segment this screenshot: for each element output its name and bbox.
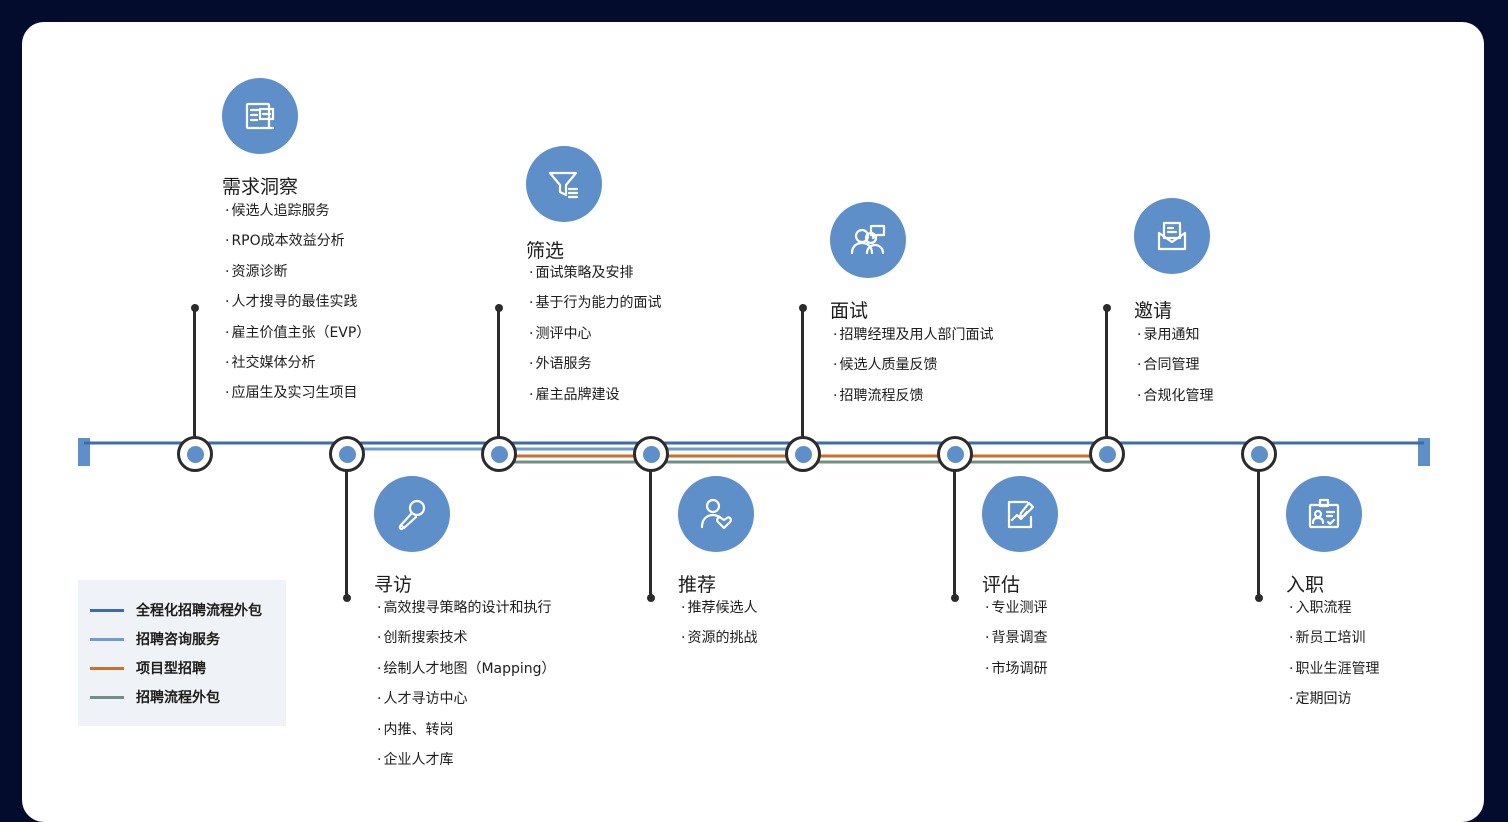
list-item: 人才寻访中心	[377, 684, 556, 714]
legend-item-consulting: 招聘咨询服务	[90, 629, 220, 649]
stem-onboarding	[1257, 468, 1260, 598]
legend-item-full-rpo: 全程化招聘流程外包	[90, 600, 262, 620]
list-item: 高效搜寻策略的设计和执行	[377, 593, 556, 623]
list-item: 创新搜索技术	[377, 623, 556, 653]
legend-swatch	[90, 666, 124, 670]
stage-title-interview: 面试	[830, 300, 869, 322]
list-item: 绘制人才地图（Mapping）	[377, 654, 555, 684]
id-badge-icon	[1286, 476, 1362, 552]
list-item: 合规化管理	[1137, 381, 1213, 411]
envelope-letter-icon	[1134, 198, 1210, 274]
filter-icon	[526, 146, 602, 222]
person-heart-icon	[678, 476, 754, 552]
list-item: 入职流程	[1289, 593, 1379, 623]
stem-insight	[193, 308, 196, 440]
list-item: 外语服务	[529, 349, 661, 379]
stage-items-onboarding: 入职流程 新员工培训 职业生涯管理 定期回访	[1289, 593, 1379, 715]
list-item: 招聘流程反馈	[833, 381, 993, 411]
list-item: 面试策略及安排	[529, 258, 661, 288]
stem-dot-assessment	[951, 594, 959, 602]
list-item: 企业人才库	[377, 745, 556, 775]
stem-offer	[1105, 308, 1108, 440]
list-item: 资源诊断	[225, 257, 370, 287]
list-item: 职业生涯管理	[1289, 654, 1379, 684]
list-item: RPO成本效益分析	[225, 226, 370, 256]
list-item: 雇主价值主张（EVP）	[225, 318, 370, 348]
node-insight	[177, 436, 213, 472]
stage-title-insight: 需求洞察	[222, 176, 299, 198]
stage-items-offer: 录用通知 合同管理 合规化管理	[1137, 320, 1213, 411]
node-screening	[481, 436, 517, 472]
stem-recommend	[649, 468, 652, 598]
stem-dot-offer	[1103, 304, 1111, 312]
list-item: 招聘经理及用人部门面试	[833, 320, 993, 350]
stage-items-recommend: 推荐候选人 资源的挑战	[681, 593, 757, 654]
legend-item-project: 项目型招聘	[90, 658, 206, 678]
list-item: 应届生及实习生项目	[225, 378, 370, 408]
stem-interview	[801, 308, 804, 440]
node-assessment	[937, 436, 973, 472]
list-item: 背景调查	[985, 623, 1047, 653]
stem-screening	[497, 308, 500, 440]
timeline-start-cap	[78, 438, 90, 466]
stage-items-search: 高效搜寻策略的设计和执行 创新搜索技术 绘制人才地图（Mapping） 人才寻访…	[377, 593, 556, 775]
stem-dot-interview	[799, 304, 807, 312]
node-recommend	[633, 436, 669, 472]
list-item: 测评中心	[529, 319, 661, 349]
document-report-icon	[222, 78, 298, 154]
stage-title-search: 寻访	[374, 574, 413, 596]
stem-dot-onboarding	[1255, 594, 1263, 602]
legend-swatch	[90, 695, 124, 699]
stage-title-assessment: 评估	[982, 574, 1021, 596]
stage-title-screening: 筛选	[526, 240, 565, 262]
list-item: 定期回访	[1289, 684, 1379, 714]
list-item: 社交媒体分析	[225, 348, 370, 378]
stage-items-insight: 候选人追踪服务 RPO成本效益分析 资源诊断 人才搜寻的最佳实践 雇主价值主张（…	[225, 196, 370, 409]
stage-title-onboarding: 入职	[1286, 574, 1325, 596]
stem-assessment	[953, 468, 956, 598]
list-item: 录用通知	[1137, 320, 1213, 350]
chart-edit-icon	[982, 476, 1058, 552]
list-item: 市场调研	[985, 654, 1047, 684]
legend-label: 招聘咨询服务	[136, 632, 220, 648]
node-onboarding	[1241, 436, 1277, 472]
legend-label: 项目型招聘	[136, 661, 206, 677]
list-item: 新员工培训	[1289, 623, 1379, 653]
stem-dot-insight	[191, 304, 199, 312]
legend-item-process-outsourcing: 招聘流程外包	[90, 687, 220, 707]
timeline-end-cap	[1418, 438, 1430, 466]
stage-items-assessment: 专业测评 背景调查 市场调研	[985, 593, 1047, 684]
stage-title-offer: 邀请	[1134, 300, 1173, 322]
list-item: 候选人追踪服务	[225, 196, 370, 226]
node-offer	[1089, 436, 1125, 472]
microphone-icon	[374, 476, 450, 552]
legend: 全程化招聘流程外包 招聘咨询服务 项目型招聘 招聘流程外包	[78, 580, 286, 726]
legend-swatch	[90, 608, 124, 612]
stem-dot-search	[343, 594, 351, 602]
stage-title-recommend: 推荐	[678, 574, 717, 596]
legend-swatch	[90, 637, 124, 641]
list-item: 内推、转岗	[377, 715, 556, 745]
list-item: 推荐候选人	[681, 593, 757, 623]
stem-search	[345, 468, 348, 598]
stem-dot-screening	[495, 304, 503, 312]
people-chat-icon	[830, 202, 906, 278]
list-item: 基于行为能力的面试	[529, 288, 661, 318]
legend-label: 招聘流程外包	[136, 690, 220, 706]
node-search	[329, 436, 365, 472]
list-item: 资源的挑战	[681, 623, 757, 653]
legend-label: 全程化招聘流程外包	[136, 603, 262, 619]
stem-dot-recommend	[647, 594, 655, 602]
list-item: 雇主品牌建设	[529, 380, 661, 410]
list-item: 专业测评	[985, 593, 1047, 623]
list-item: 候选人质量反馈	[833, 350, 993, 380]
stage-items-interview: 招聘经理及用人部门面试 候选人质量反馈 招聘流程反馈	[833, 320, 993, 411]
list-item: 合同管理	[1137, 350, 1213, 380]
stage-items-screening: 面试策略及安排 基于行为能力的面试 测评中心 外语服务 雇主品牌建设	[529, 258, 661, 410]
list-item: 人才搜寻的最佳实践	[225, 287, 370, 317]
node-interview	[785, 436, 821, 472]
